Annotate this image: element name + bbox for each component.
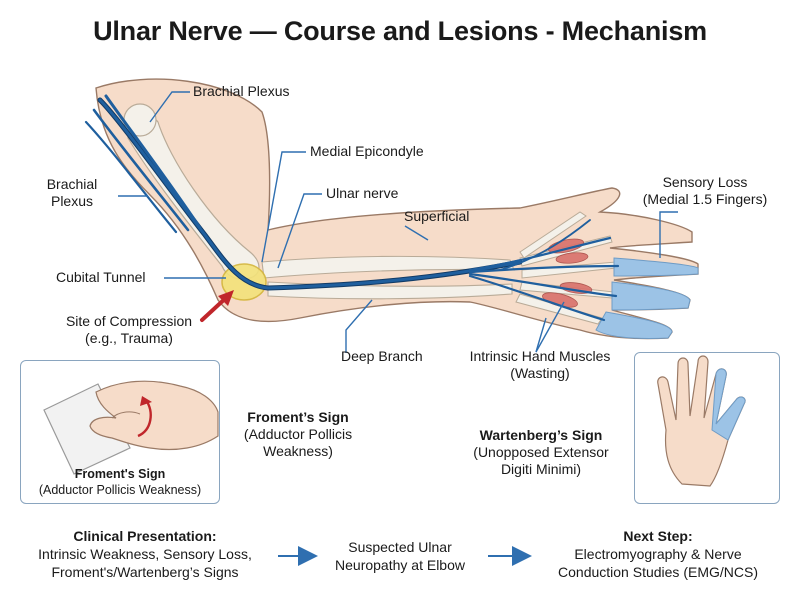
wartenberg-sign-title: Wartenberg’s Sign [479, 427, 603, 443]
flow-step2-line2: Neuropathy at Elbow [335, 557, 465, 573]
wartenberg-sign-description: Wartenberg’s Sign (Unopposed Extensor Di… [456, 427, 626, 478]
flow-step-next-step: Next Step: Electromyography & Nerve Cond… [538, 527, 778, 581]
label-sensory-loss: Sensory Loss (Medial 1.5 Fingers) [625, 174, 785, 208]
flow-step-clinical-presentation: Clinical Presentation: Intrinsic Weaknes… [20, 527, 270, 581]
compression-arrow [200, 290, 234, 322]
froment-panel-caption-sub: (Adductor Pollicis Weakness) [38, 483, 202, 497]
label-deep-branch: Deep Branch [341, 348, 423, 364]
label-site-of-compression: Site of Compression (e.g., Trauma) [54, 313, 204, 347]
leader-lines [118, 91, 678, 353]
flow-step3-title: Next Step: [623, 528, 693, 544]
label-brachial-plexus-top: Brachial Plexus [193, 83, 290, 99]
froment-hand [89, 380, 219, 451]
froment-panel [20, 360, 220, 504]
label-ulnar-nerve: Ulnar nerve [326, 185, 399, 201]
wartenberg-panel [634, 352, 780, 504]
page-title: Ulnar Nerve — Course and Lesions - Mecha… [93, 16, 707, 46]
wartenberg-illustration [657, 355, 746, 487]
froment-sign-title: Froment’s Sign [247, 409, 349, 425]
flow-step3-line1: Electromyography & Nerve [574, 546, 742, 562]
arm-illustration [84, 78, 699, 340]
label-intrinsic-muscles-line2: (Wasting) [510, 365, 570, 381]
label-intrinsic-hand-muscles: Intrinsic Hand Muscles (Wasting) [450, 348, 630, 382]
flow-step1-line2: Froment's/Wartenberg’s Signs [51, 564, 239, 580]
label-intrinsic-muscles-line1: Intrinsic Hand Muscles [469, 348, 611, 364]
sensory-loss-area [595, 257, 699, 339]
froment-sign-description: Froment’s Sign (Adductor Pollicis Weakne… [228, 409, 368, 460]
flow-step-suspected-neuropathy: Suspected Ulnar Neuropathy at Elbow [320, 538, 480, 574]
wartenberg-sign-line3: Digiti Minimi) [500, 461, 582, 477]
flow-step1-line1: Intrinsic Weakness, Sensory Loss, [38, 546, 252, 562]
label-cubital-tunnel: Cubital Tunnel [56, 269, 146, 285]
froment-panel-caption-title: Froment's Sign [74, 467, 166, 481]
label-brachial-plexus-left-line1: Brachial [46, 176, 98, 192]
froment-sign-line2: (Adductor Pollicis [243, 426, 353, 442]
flow-step3-line2: Conduction Studies (EMG/NCS) [558, 564, 758, 580]
label-site-of-compression-line2: (e.g., Trauma) [85, 330, 173, 346]
froment-illustration [43, 380, 219, 475]
flow-step1-title: Clinical Presentation: [73, 528, 217, 544]
label-site-of-compression-line1: Site of Compression [65, 313, 193, 329]
ulnar-nerve [84, 94, 620, 322]
label-brachial-plexus-left: Brachial Plexus [30, 176, 114, 210]
label-superficial: Superficial [404, 208, 470, 224]
wartenberg-sensory-area [711, 368, 746, 441]
flow-step2-line1: Suspected Ulnar [348, 539, 452, 555]
label-sensory-loss-line2: (Medial 1.5 Fingers) [642, 191, 768, 207]
label-medial-epicondyle: Medial Epicondyle [310, 143, 424, 159]
wartenberg-sign-line2: (Unopposed Extensor [473, 444, 609, 460]
froment-panel-caption: Froment's Sign (Adductor Pollicis Weakne… [22, 466, 218, 498]
label-brachial-plexus-left-line2: Plexus [50, 193, 94, 209]
label-sensory-loss-line1: Sensory Loss [662, 174, 748, 190]
froment-sign-line3: Weakness) [263, 443, 333, 459]
